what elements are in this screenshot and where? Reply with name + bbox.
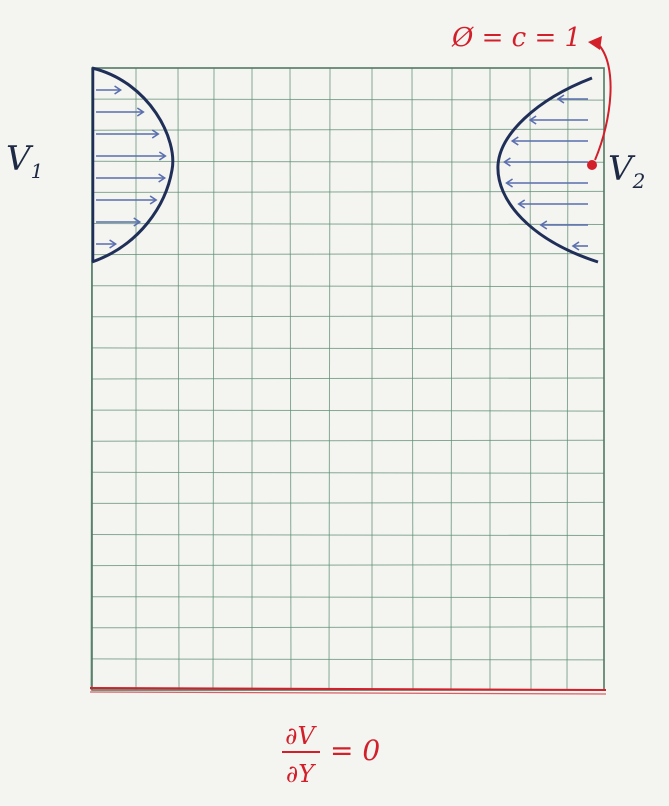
grid-line-horizontal (91, 347, 605, 350)
bottom-boundary-condition: ∂V ∂Y = 0 (282, 722, 380, 788)
grid-line-horizontal (91, 377, 605, 380)
grid-line-horizontal (91, 471, 605, 474)
inlet-profile-curve (91, 66, 175, 264)
grid-line-horizontal (91, 128, 605, 131)
grid-line-horizontal (91, 596, 605, 599)
annotation-curve (594, 43, 612, 161)
grid-line-vertical (411, 67, 414, 691)
grid-line-horizontal (91, 315, 605, 318)
arrow-icon (571, 241, 580, 251)
grid-line-horizontal (91, 501, 605, 504)
arrow-icon (539, 220, 548, 230)
arrow-icon (510, 136, 519, 146)
arrow-icon (149, 195, 158, 205)
grid-line-vertical (450, 67, 453, 691)
arrow-icon (114, 85, 123, 95)
grid-line-horizontal (91, 534, 605, 536)
grid-line-horizontal (91, 285, 605, 288)
grid-line-horizontal (91, 439, 605, 442)
grid-line-horizontal (91, 564, 605, 567)
arrow-icon (136, 107, 145, 117)
arrow-icon (109, 239, 118, 249)
outlet-velocity-profile (496, 76, 599, 264)
outlet-label: V2 (608, 149, 645, 193)
arrow-icon (505, 178, 513, 188)
grid-line-horizontal (91, 223, 605, 225)
inlet-label: V1 (6, 139, 43, 183)
point-marker-icon (587, 160, 597, 170)
outlet-profile-curve (496, 76, 599, 264)
arrow-icon (151, 129, 160, 139)
outlet-boundary-condition: Ø = c = 1 (451, 23, 581, 53)
inlet-velocity-profile (91, 66, 175, 264)
grid-line-vertical (566, 67, 569, 691)
grid-line-horizontal (91, 253, 605, 256)
grid-line-horizontal (91, 658, 605, 661)
arrow-icon (517, 199, 526, 209)
grid-line-horizontal (91, 409, 605, 412)
bottom-boundary-line-2 (89, 691, 607, 695)
arrow-icon (158, 173, 167, 183)
arrow-icon (133, 217, 142, 227)
bottom-boundary-line (89, 687, 607, 691)
arrow-icon (528, 115, 537, 125)
bc-rhs: = 0 (330, 734, 380, 767)
arrow-icon (502, 157, 511, 167)
arrow-icon (556, 94, 565, 104)
arrow-icon (158, 151, 167, 161)
grid-line-horizontal (91, 626, 605, 629)
arrow-icon (588, 36, 602, 50)
grid-line-vertical (529, 67, 532, 691)
grid-line-horizontal (91, 190, 605, 193)
grid-line-horizontal (91, 98, 605, 101)
inlet-arrows (96, 85, 167, 249)
bc-numerator: ∂V (285, 722, 317, 750)
bc-denominator: ∂Y (286, 760, 316, 788)
outlet-arrows (502, 94, 588, 251)
